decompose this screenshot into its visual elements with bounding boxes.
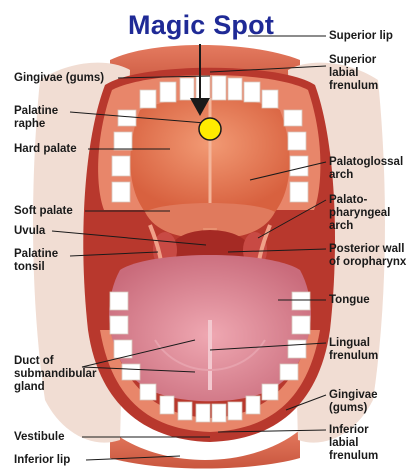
label-line: gland — [14, 381, 96, 394]
label-line: Inferior lip — [14, 454, 70, 466]
label-line: Hard palate — [14, 143, 77, 155]
label-line: Gingivae — [329, 389, 378, 402]
label-line: Vestibule — [14, 431, 65, 443]
label-line: labial — [329, 67, 378, 80]
label-line: arch — [329, 169, 403, 182]
label-line: Palatine — [14, 105, 58, 118]
label-line: Superior lip — [329, 30, 393, 42]
label-duct-submandibular: Duct of submandibular gland — [14, 355, 96, 394]
label-hard-palate: Hard palate — [14, 143, 77, 156]
label-line: Palatine — [14, 248, 58, 261]
label-line: tonsil — [14, 261, 58, 274]
label-tongue: Tongue — [329, 294, 370, 307]
label-line: frenulum — [329, 450, 378, 463]
label-line: Inferior — [329, 424, 378, 437]
label-posterior-wall: Posterior wall of oropharynx — [329, 243, 406, 269]
label-line: submandibular — [14, 368, 96, 381]
label-palatine-tonsil: Palatine tonsil — [14, 248, 58, 274]
label-line: raphe — [14, 118, 58, 131]
label-line: labial — [329, 437, 378, 450]
label-line: (gums) — [329, 402, 378, 415]
label-line: arch — [329, 220, 390, 233]
label-inferior-lip: Inferior lip — [14, 454, 70, 467]
label-line: Duct of — [14, 355, 96, 368]
label-lingual-frenulum: Lingual frenulum — [329, 337, 378, 363]
label-line: of oropharynx — [329, 256, 406, 269]
magic-spot-marker — [199, 118, 221, 140]
label-gingivae-gums-upper: Gingivae (gums) — [14, 72, 104, 85]
label-palatopharyngeal-arch: Palato- pharyngeal arch — [329, 194, 390, 233]
magic-spot-title: Magic Spot — [128, 10, 274, 41]
label-line: frenulum — [329, 350, 378, 363]
label-line: Tongue — [329, 294, 370, 306]
label-line: Palatoglossal — [329, 156, 403, 169]
label-superior-labial-frenulum: Superior labial frenulum — [329, 54, 378, 93]
label-line: frenulum — [329, 80, 378, 93]
label-palatoglossal-arch: Palatoglossal arch — [329, 156, 403, 182]
label-vestibule: Vestibule — [14, 431, 65, 444]
label-line: Soft palate — [14, 205, 73, 217]
label-superior-lip: Superior lip — [329, 30, 393, 43]
label-line: Lingual — [329, 337, 378, 350]
label-gingivae-gums-lower: Gingivae (gums) — [329, 389, 378, 415]
label-inferior-labial-frenulum: Inferior labial frenulum — [329, 424, 378, 463]
label-line: pharyngeal — [329, 207, 390, 220]
label-palatine-raphe: Palatine raphe — [14, 105, 58, 131]
label-line: Gingivae (gums) — [14, 72, 104, 84]
label-line: Uvula — [14, 225, 45, 237]
label-line: Superior — [329, 54, 378, 67]
label-uvula: Uvula — [14, 225, 45, 238]
label-line: Palato- — [329, 194, 390, 207]
label-soft-palate: Soft palate — [14, 205, 73, 218]
label-line: Posterior wall — [329, 243, 406, 256]
